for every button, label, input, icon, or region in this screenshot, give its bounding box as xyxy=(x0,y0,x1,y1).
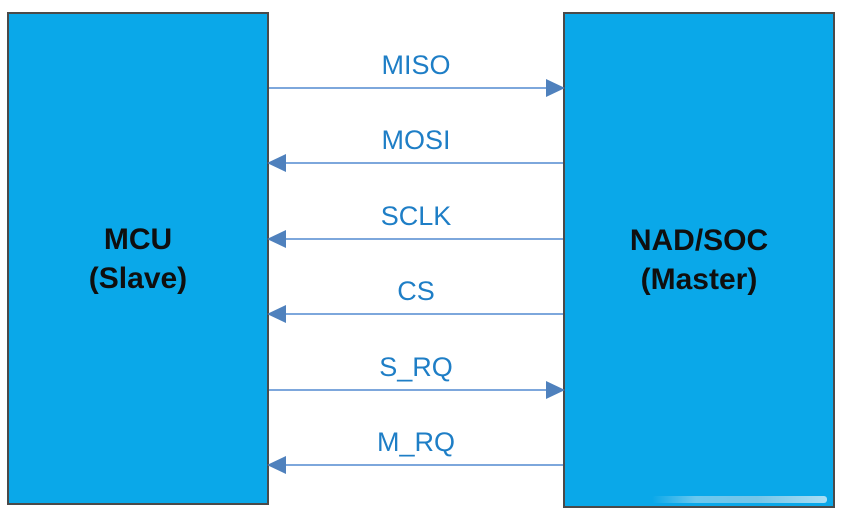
signal-label: S_RQ xyxy=(379,352,453,382)
slave-role: (Slave) xyxy=(88,261,188,295)
arrowhead-left-icon xyxy=(267,305,286,323)
master-box: NAD/SOC (Master) xyxy=(563,12,835,508)
signal-label: CS xyxy=(397,276,435,306)
signal-label: SCLK xyxy=(380,201,452,231)
watermark xyxy=(652,496,827,503)
signal-line xyxy=(269,389,563,391)
slave-box-label: MCU (Slave) xyxy=(89,220,187,298)
arrowhead-left-icon xyxy=(267,230,286,248)
signal-line xyxy=(269,238,563,240)
master-name: NAD/SOC xyxy=(629,224,769,257)
signal-label: M_RQ xyxy=(376,427,455,457)
master-role: (Master) xyxy=(640,263,758,296)
arrowhead-left-icon xyxy=(267,456,286,474)
signal-label: MISO xyxy=(381,50,451,80)
slave-box: MCU (Slave) xyxy=(7,12,269,505)
signal-line xyxy=(269,162,563,164)
signal-label: MOSI xyxy=(381,125,451,155)
signal-line xyxy=(269,87,563,89)
master-box-label: NAD/SOC (Master) xyxy=(630,221,768,299)
arrowhead-right-icon xyxy=(546,381,565,399)
signal-line xyxy=(269,313,563,315)
arrowhead-left-icon xyxy=(267,154,286,172)
slave-name: MCU xyxy=(103,222,173,256)
signal-line xyxy=(269,464,563,466)
arrowhead-right-icon xyxy=(546,79,565,97)
